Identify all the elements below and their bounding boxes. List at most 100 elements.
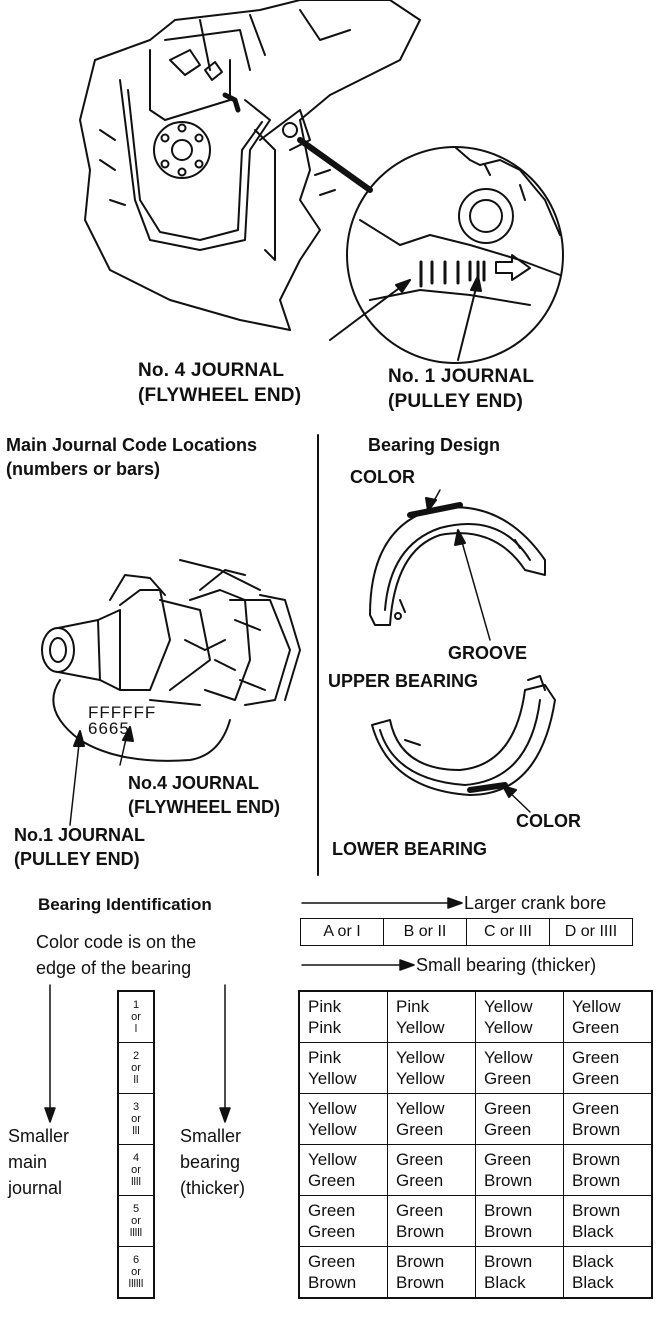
- upper-color: Green: [308, 1201, 356, 1220]
- color-label-bottom: COLOR: [516, 811, 581, 831]
- upper-bearing-drawing: [369, 489, 546, 641]
- lower-color: Brown: [396, 1222, 445, 1241]
- lower-color: Brown: [484, 1222, 533, 1241]
- bearing-design-title: Bearing Design: [368, 435, 501, 455]
- lower-color: Brown: [396, 1273, 445, 1292]
- lower-color: Brown: [308, 1273, 357, 1292]
- lower-color: Black: [572, 1273, 614, 1292]
- bore-code-c: C or III: [467, 918, 550, 946]
- no4-journal-label: No. 4 JOURNAL: [138, 360, 285, 381]
- upper-color: Green: [484, 1099, 532, 1118]
- code-locations-subtitle: (numbers or bars): [6, 459, 161, 479]
- upper-color: Green: [572, 1099, 620, 1118]
- bore-code-a: A or I: [300, 918, 384, 946]
- upper-color: Brown: [484, 1252, 533, 1271]
- lower-color: Green: [484, 1069, 532, 1088]
- upper-color: Green: [308, 1252, 356, 1271]
- smaller-main-journal-2: main: [8, 1152, 48, 1172]
- color-code-note-line2: edge of the bearing: [36, 958, 192, 978]
- crank-bore-code-row: A or I B or II C or III D or IIII: [300, 918, 633, 946]
- crankshaft-drawing: [41, 559, 301, 826]
- lower-color: Brown: [484, 1171, 533, 1190]
- lower-color: Green: [484, 1120, 532, 1139]
- lower-color: Yellow: [396, 1018, 445, 1037]
- no4-journal-label-small: No.4 JOURNAL: [128, 773, 260, 793]
- upper-color: Brown: [572, 1150, 621, 1169]
- lower-color: Green: [308, 1222, 356, 1241]
- flywheel-end-label-small: (FLYWHEEL END): [128, 797, 281, 817]
- color-code-note-line1: Color code is on the: [36, 932, 197, 952]
- upper-color: Yellow: [572, 997, 621, 1016]
- bore-code-b: B or II: [384, 918, 467, 946]
- smaller-bearing-1: Smaller: [180, 1126, 242, 1146]
- lower-color: Green: [308, 1171, 356, 1190]
- upper-color: Yellow: [484, 1048, 533, 1067]
- color-label-top: COLOR: [350, 467, 415, 487]
- lower-color: Green: [572, 1018, 620, 1037]
- lower-color: Black: [484, 1273, 526, 1292]
- lower-color: Pink: [308, 1018, 342, 1037]
- upper-color: Green: [396, 1150, 444, 1169]
- journal-code-letters: FFFFFF: [88, 703, 157, 722]
- identification-arrows: [44, 897, 463, 1123]
- upper-color: Yellow: [484, 997, 533, 1016]
- upper-color: Yellow: [396, 1099, 445, 1118]
- pulley-end-label: (PULLEY END): [388, 391, 524, 412]
- lower-color: Brown: [572, 1120, 621, 1139]
- lower-color: Yellow: [484, 1018, 533, 1037]
- upper-color: Yellow: [396, 1048, 445, 1067]
- upper-color: Green: [572, 1048, 620, 1067]
- lower-bearing-drawing: [371, 675, 556, 813]
- journal-code-numbers: 6665: [88, 719, 130, 738]
- no1-journal-label: No. 1 JOURNAL: [388, 366, 535, 387]
- smaller-bearing-3: (thicker): [180, 1178, 246, 1198]
- lower-color: Yellow: [308, 1120, 357, 1139]
- upper-color: Brown: [572, 1201, 621, 1220]
- lower-color: Green: [396, 1171, 444, 1190]
- no1-journal-label-small: No.1 JOURNAL: [14, 825, 146, 845]
- groove-label: GROOVE: [448, 643, 528, 663]
- smaller-main-journal-1: Smaller: [8, 1126, 70, 1146]
- pulley-end-zoom-circle: [297, 137, 564, 364]
- upper-color: Pink: [308, 997, 342, 1016]
- lower-color: Brown: [572, 1171, 621, 1190]
- upper-color: Pink: [396, 997, 430, 1016]
- lower-color: Black: [572, 1222, 614, 1241]
- pulley-end-label-small: (PULLEY END): [14, 849, 140, 869]
- lower-bearing-label: LOWER BEARING: [332, 839, 487, 859]
- smaller-bearing-2: bearing: [180, 1152, 241, 1172]
- upper-color: Green: [396, 1201, 444, 1220]
- lower-color: Yellow: [308, 1069, 357, 1088]
- engine-block-drawing: [79, 0, 421, 331]
- smaller-main-journal-3: journal: [8, 1178, 63, 1198]
- code-locations-title: Main Journal Code Locations: [6, 435, 258, 455]
